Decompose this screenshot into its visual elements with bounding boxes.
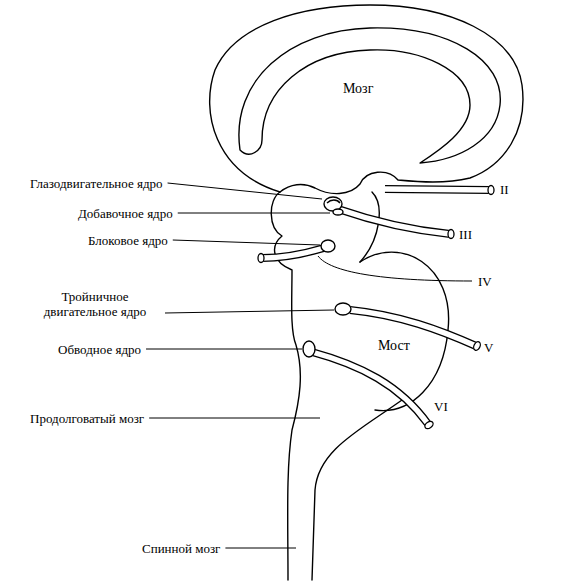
corpus-callosum [239,28,500,163]
part-label: Тройничное двигательное ядро [30,289,160,319]
trochlear-nucleus [321,240,335,252]
midbrain-outline [360,192,379,262]
nerve-number: III [459,227,472,242]
leader-line [318,256,472,281]
part-label: Добавочное ядро [78,206,173,221]
nerve-end [488,186,494,195]
leader-line [149,418,320,419]
leader-line [178,213,330,214]
leader-line [146,349,302,350]
nerve-end [424,420,435,430]
trigeminal-nucleus [335,303,351,315]
leader-line [165,310,334,313]
part-label: Обводное ядро [58,342,141,357]
nerve-end [448,230,454,239]
region-label: Мост [378,338,410,353]
abducens-nerve [312,352,428,424]
nerve-number: IV [478,274,492,289]
abducens-nucleus [303,341,315,357]
part-label: Блоковое ядро [88,233,168,248]
medulla-outline [312,400,402,580]
nerve-number: V [484,340,493,355]
region-label: Спинной мозг [142,541,220,556]
leader-line [173,240,320,245]
accessory-nucleus [333,209,343,215]
leader-line [225,548,296,549]
nerve-number: II [500,182,509,197]
part-label: Глазодвигательное ядро [30,176,163,191]
brainstem-outline [271,192,300,580]
nerve-end [258,254,264,263]
cerebrum-outline [210,5,523,194]
nucleus-detail [327,200,340,203]
nerve-end [472,341,481,352]
trigeminal-nerve [350,310,476,346]
oculomotor-nerve [338,209,450,234]
optic-nerve [384,189,490,190]
nerve-number: VI [434,399,448,414]
region-label: Продолговатый мозг [30,411,144,426]
trochlear-nerve [262,248,324,258]
region-label: Мозг [343,81,373,96]
leader-line [168,183,322,199]
